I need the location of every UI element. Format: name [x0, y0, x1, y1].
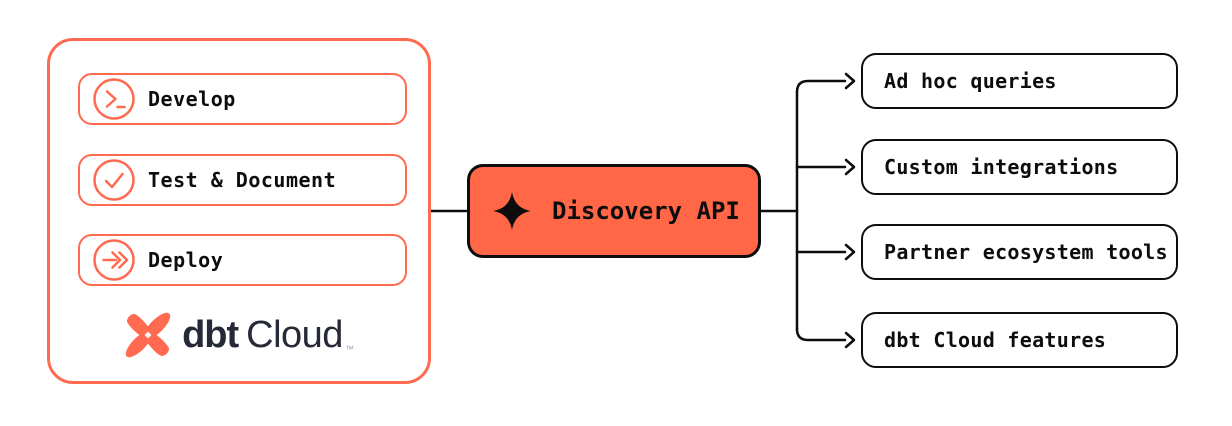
consumer-box-ad-hoc-queries: Ad hoc queries [861, 53, 1178, 109]
check-circle-icon [93, 159, 135, 201]
consumer-label: dbt Cloud features [884, 328, 1107, 352]
arrowhead-icon [844, 243, 856, 261]
arrowhead-icon [844, 158, 856, 176]
dbt-logo-text-regular: Cloud [246, 313, 343, 356]
stage-test-document: Test & Document [78, 154, 407, 206]
stage-label: Develop [148, 87, 236, 111]
stage-deploy: Deploy [78, 234, 407, 286]
double-chevron-arrow-icon [93, 239, 135, 281]
arrowhead-icon [844, 72, 856, 90]
dbt-logo-mark [125, 312, 171, 358]
dbt-cloud-logo: dbt Cloud ™ [50, 307, 428, 363]
dbt-logo-text-bold: dbt [182, 313, 239, 356]
discovery-api-node: Discovery API [467, 164, 761, 258]
trademark-mark: ™ [344, 344, 354, 354]
connector-branch-top [795, 79, 847, 94]
sparkle-icon [493, 192, 531, 230]
terminal-prompt-icon [93, 78, 135, 120]
stage-label: Test & Document [148, 168, 337, 192]
consumer-box-dbt-cloud-features: dbt Cloud features [861, 312, 1178, 368]
dbt-cloud-group-box: Develop Test & Document Deploy dbt [47, 38, 431, 384]
connector-branch-bottom [795, 327, 847, 342]
stage-label: Deploy [148, 248, 224, 272]
consumer-label: Ad hoc queries [884, 69, 1057, 93]
consumer-label: Custom integrations [884, 155, 1119, 179]
arrowhead-icon [844, 331, 856, 349]
consumer-box-custom-integrations: Custom integrations [861, 139, 1178, 195]
stage-develop: Develop [78, 73, 407, 125]
consumer-box-partner-ecosystem-tools: Partner ecosystem tools [861, 224, 1178, 280]
consumer-label: Partner ecosystem tools [884, 240, 1168, 264]
discovery-api-label: Discovery API [552, 197, 740, 225]
